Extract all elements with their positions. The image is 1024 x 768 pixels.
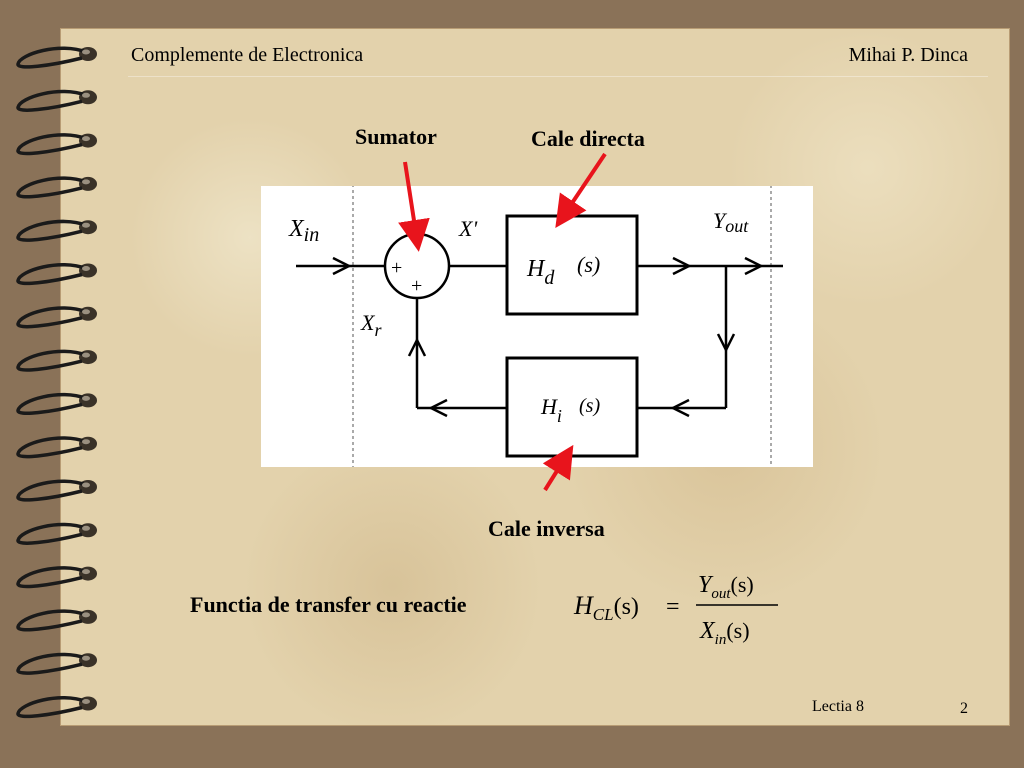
binding-ring bbox=[16, 522, 97, 545]
header-divider bbox=[128, 76, 988, 77]
feedback-block bbox=[505, 356, 639, 458]
binding-ring bbox=[16, 89, 97, 112]
svg-text:Xr: Xr bbox=[360, 310, 382, 340]
feedback-block-symbol: H bbox=[540, 394, 558, 419]
binding-ring bbox=[16, 479, 97, 502]
output-signal-sub: out bbox=[725, 216, 749, 236]
binding-ring bbox=[16, 392, 97, 416]
feedback-block-arg: (s) bbox=[579, 395, 600, 417]
summed-signal-label: X' bbox=[458, 216, 477, 241]
svg-text:Xin: Xin bbox=[288, 216, 319, 246]
feedback-up-arrow bbox=[407, 337, 427, 357]
svg-text:Hi: Hi bbox=[540, 394, 562, 426]
forward-block-symbol: H bbox=[526, 256, 546, 282]
binding-ring bbox=[16, 263, 97, 286]
svg-text:Hd: Hd bbox=[526, 256, 555, 289]
feedback-in-arrow bbox=[670, 398, 690, 418]
feedback-down-arrow bbox=[716, 333, 736, 353]
svg-text:Yout: Yout bbox=[713, 208, 749, 236]
formula-equals: = bbox=[666, 594, 680, 620]
lesson-label: Lectia 8 bbox=[812, 698, 864, 715]
page-number: 2 bbox=[960, 700, 968, 717]
binding-ring bbox=[16, 349, 97, 372]
plus-sign-bottom: + bbox=[411, 275, 422, 297]
svg-text:HCL(s): HCL(s) bbox=[573, 591, 639, 624]
forward-path-label: Cale directa bbox=[531, 126, 645, 151]
formula-numerator-arg: (s) bbox=[731, 572, 754, 597]
output-arrow bbox=[744, 256, 764, 276]
input-signal-sub: in bbox=[304, 224, 320, 246]
formula-numerator: Y bbox=[698, 572, 714, 598]
summer-label: Sumator bbox=[355, 124, 437, 149]
output-signal-symbol: Y bbox=[713, 208, 728, 233]
block-diagram-panel: + + Hd (s) Hi (s) Xin X' Yout Xr bbox=[261, 182, 813, 473]
svg-text:Yout(s): Yout(s) bbox=[698, 572, 754, 602]
spiral-binding bbox=[16, 46, 97, 719]
feedback-block-sub: i bbox=[557, 406, 562, 426]
course-title: Complemente de Electronica bbox=[131, 44, 364, 66]
binding-ring bbox=[16, 609, 97, 632]
binding-ring bbox=[16, 436, 97, 459]
formula-denominator: X bbox=[699, 618, 716, 644]
formula-denominator-sub: in bbox=[715, 632, 727, 648]
feedback-path-label: Cale inversa bbox=[488, 516, 605, 541]
transfer-function-label: Functia de transfer cu reactie bbox=[190, 592, 467, 617]
forward-block bbox=[505, 214, 639, 316]
forward-block-sub: d bbox=[544, 267, 555, 289]
formula-lhs-arg: (s) bbox=[614, 594, 639, 620]
binding-ring bbox=[16, 46, 97, 69]
formula-numerator-sub: out bbox=[711, 586, 731, 602]
binding-ring bbox=[16, 306, 97, 329]
binding-ring bbox=[16, 133, 97, 156]
feedback-signal-sub: r bbox=[374, 320, 382, 340]
binding-ring bbox=[16, 652, 97, 675]
block-diagram: + + Hd (s) Hi (s) Xin X' Yout Xr bbox=[288, 182, 783, 473]
transfer-function-formula: HCL(s) = Yout(s) Xin(s) bbox=[572, 570, 792, 650]
plus-sign-top: + bbox=[391, 257, 402, 279]
formula-lhs: H bbox=[573, 591, 594, 620]
formula-lhs-sub: CL bbox=[593, 605, 614, 624]
binding-ring bbox=[16, 176, 97, 199]
author-name: Mihai P. Dinca bbox=[848, 44, 968, 66]
feedback-signal-symbol: X bbox=[360, 310, 376, 335]
feedback-return-arrow bbox=[428, 398, 448, 418]
input-signal-symbol: X bbox=[288, 216, 305, 242]
binding-ring bbox=[16, 566, 97, 589]
forward-arrow bbox=[672, 256, 692, 276]
input-arrow bbox=[332, 256, 352, 276]
forward-block-arg: (s) bbox=[577, 252, 600, 277]
formula-denominator-arg: (s) bbox=[726, 618, 749, 643]
svg-text:Xin(s): Xin(s) bbox=[699, 618, 750, 648]
binding-ring bbox=[16, 696, 97, 719]
binding-ring bbox=[16, 219, 97, 242]
